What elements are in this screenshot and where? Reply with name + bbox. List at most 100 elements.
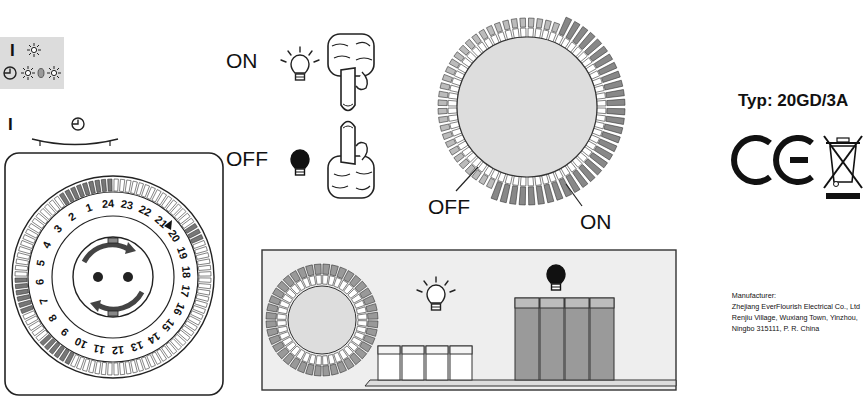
dial-segment <box>330 265 338 276</box>
dial-segment <box>297 267 307 279</box>
dial-segment <box>15 284 27 289</box>
switch-tab <box>565 298 589 380</box>
dial-segment <box>136 359 143 372</box>
switch-tab <box>426 346 448 354</box>
dial-segment <box>199 272 211 276</box>
switch-tab <box>590 298 614 308</box>
state-label: OFF <box>226 148 268 169</box>
dial-segment <box>82 183 89 196</box>
dial-segment <box>323 356 329 365</box>
dial-segment <box>89 181 96 194</box>
dial-segment <box>101 362 106 374</box>
dial-segment <box>544 20 551 30</box>
switch-tab <box>515 298 539 308</box>
dial-segment <box>513 176 520 186</box>
dial-segment <box>448 108 457 114</box>
dial-segment <box>120 362 125 374</box>
dial-segment <box>445 139 455 148</box>
switch-tab <box>515 298 539 380</box>
manufacturer-text: Renjiu Village, Wuxiang Town, Yinzhou, <box>732 314 858 321</box>
dial-segment <box>465 165 475 175</box>
dial-segment <box>607 99 625 106</box>
dial-segment <box>316 356 322 365</box>
dial-segment <box>449 146 459 155</box>
dial-segment <box>314 264 321 274</box>
dial-segment <box>445 66 455 75</box>
hour-number: 12 <box>112 344 125 356</box>
switch-tab <box>450 346 472 380</box>
dial-segment <box>358 314 367 320</box>
dial-segment <box>454 52 464 62</box>
dial-segment <box>131 181 138 194</box>
dial-segment <box>439 116 449 123</box>
switch-tab <box>590 298 614 380</box>
dial-segment <box>472 34 482 44</box>
switch-tab <box>378 346 400 354</box>
dial-segment <box>337 361 347 373</box>
dial-segment <box>195 246 208 253</box>
dial-segment <box>513 29 520 39</box>
hour-number: 17 <box>178 284 191 298</box>
dial-segment <box>196 253 209 260</box>
dial-segment <box>438 100 447 106</box>
dial-segment <box>535 176 542 186</box>
dial-segment <box>101 179 106 191</box>
dial-segment <box>323 275 329 284</box>
dial-segment <box>95 362 101 375</box>
dial-segment <box>520 18 526 27</box>
dial-segment <box>309 276 316 286</box>
hour-number: 18 <box>180 265 192 278</box>
dial-segment <box>442 74 452 82</box>
dial-segment <box>442 132 452 140</box>
dial-segment <box>596 93 606 100</box>
switch-tab <box>378 346 400 380</box>
dial-segment <box>16 289 29 295</box>
dial-segment <box>198 284 210 289</box>
switch-tab <box>565 298 589 308</box>
dial-segment <box>279 332 289 340</box>
dial-segment <box>316 275 322 284</box>
dial-segment <box>535 29 542 39</box>
dial-segment <box>198 289 211 295</box>
dial-segment <box>15 272 27 276</box>
dial-segment <box>366 328 377 336</box>
dial-segment <box>125 362 131 375</box>
dial-segment <box>198 259 211 265</box>
dial-segment <box>17 253 30 260</box>
dial-segment <box>500 184 510 203</box>
dial-segment <box>552 22 560 32</box>
dial-segment <box>199 278 211 282</box>
dial-segment <box>368 312 378 319</box>
switch-tab <box>540 298 564 308</box>
dial-segment <box>277 314 286 320</box>
type-label: Typ: 20GD/3A <box>738 92 848 109</box>
dial-segment <box>306 364 314 375</box>
dial-segment <box>19 300 32 307</box>
dial-segment <box>108 363 112 375</box>
dial-segment <box>503 20 510 30</box>
dial-segment <box>363 295 375 305</box>
dial-segment <box>278 326 288 333</box>
dial-segment <box>267 304 278 312</box>
dial-segment <box>479 29 488 39</box>
dial-segment <box>449 59 459 68</box>
dial-segment <box>266 312 276 319</box>
dial-segment <box>95 180 101 193</box>
state-label: ON <box>226 50 258 71</box>
dial-segment <box>606 90 625 98</box>
switch-tab <box>540 298 564 380</box>
dial-segment <box>440 83 450 90</box>
switch-tab <box>450 346 472 354</box>
dial-segment <box>597 100 606 106</box>
dial-segment <box>449 93 459 100</box>
dial-segment <box>267 328 278 336</box>
dial-segment <box>486 25 495 35</box>
dial-segment <box>494 22 502 32</box>
dial-segment <box>439 91 449 98</box>
dial-label: ON <box>580 211 612 232</box>
dial-segment <box>486 178 495 188</box>
dial-segment <box>459 45 469 55</box>
dial-segment <box>114 179 118 191</box>
dial-segment <box>198 265 210 270</box>
